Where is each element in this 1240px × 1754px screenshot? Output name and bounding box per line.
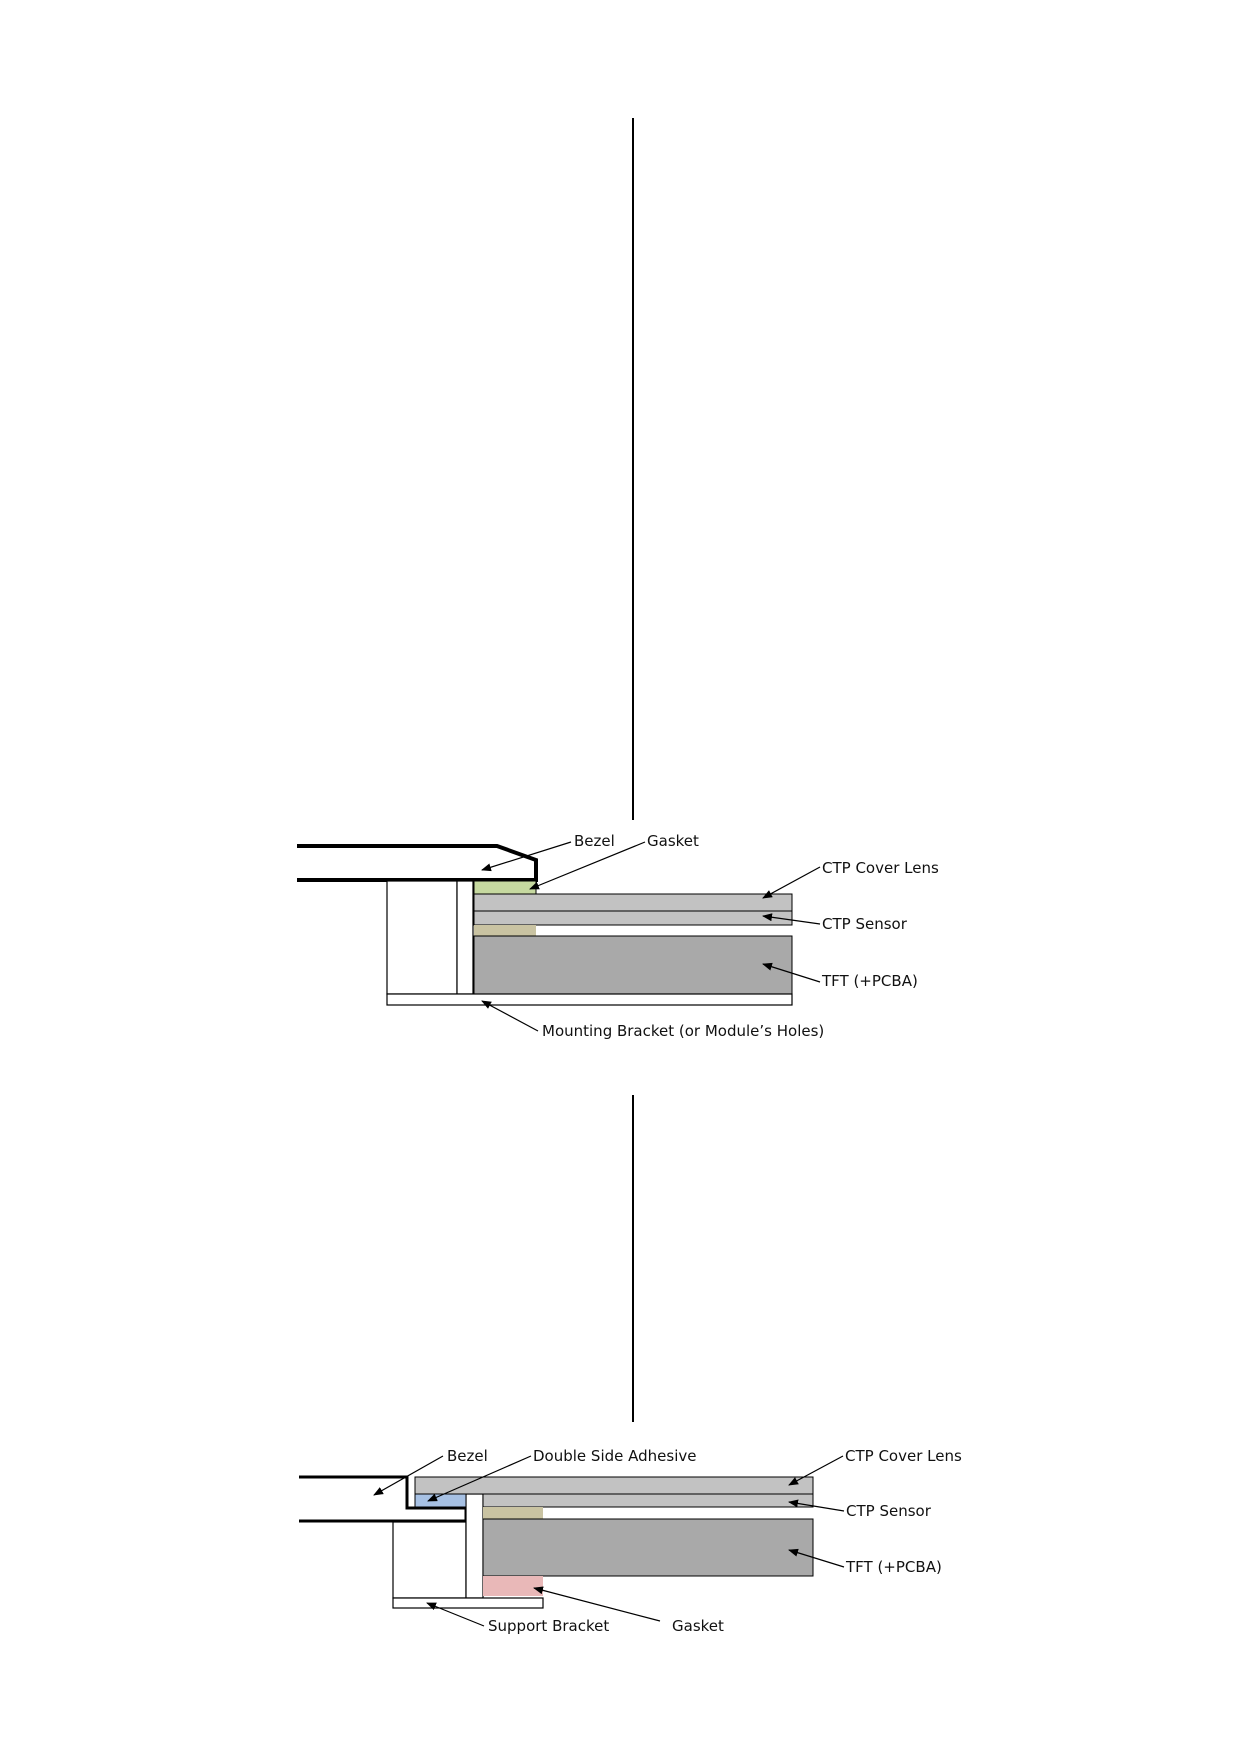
frame-wall: [465, 1493, 484, 1599]
label-sensor: CTP Sensor: [822, 915, 908, 933]
arrow-cover-lens: [788, 1455, 844, 1486]
label-bezel: Bezel: [574, 832, 615, 850]
label-bracket: Support Bracket: [488, 1617, 609, 1635]
label-gasket: Gasket: [672, 1617, 724, 1635]
arrow-tft: [788, 1548, 845, 1568]
label-bezel: Bezel: [447, 1447, 488, 1465]
label-adhesive: Double Side Adhesive: [533, 1447, 696, 1465]
gasket-layer: [473, 880, 537, 895]
arrow-gasket: [529, 841, 646, 890]
bezel-shape: [297, 844, 538, 882]
diagram-bottom: Bezel Double Side Adhesive CTP Cover Len…: [299, 1095, 962, 1635]
frame-block: [386, 880, 458, 995]
arrow-sensor: [762, 913, 821, 925]
cover-lens-layer: [414, 1476, 814, 1495]
label-gasket: Gasket: [647, 832, 699, 850]
arrow-gasket: [533, 1586, 661, 1622]
mounting-bracket: [386, 993, 793, 1006]
label-sensor: CTP Sensor: [846, 1502, 932, 1520]
tft-layer: [473, 935, 793, 995]
arrow-bracket: [426, 1602, 485, 1627]
label-cover-lens: CTP Cover Lens: [822, 859, 939, 877]
arrow-tft: [762, 962, 821, 983]
cover-lens-layer: [473, 893, 793, 912]
sensor-layer: [473, 910, 793, 926]
frame-block: [392, 1521, 467, 1599]
gasket-layer: [483, 1576, 543, 1596]
tft-layer: [482, 1518, 814, 1577]
sensor-layer: [482, 1493, 814, 1508]
arrow-bezel: [481, 841, 572, 872]
arrow-adhesive: [427, 1455, 532, 1502]
arrow-bracket: [481, 1000, 539, 1032]
arrow-bezel: [373, 1455, 444, 1496]
frame-wall: [456, 880, 474, 995]
label-cover-lens: CTP Cover Lens: [845, 1447, 962, 1465]
support-bracket: [392, 1597, 544, 1609]
label-tft: TFT (+PCBA): [821, 972, 918, 990]
arrow-cover-lens: [762, 866, 821, 899]
spacer-layer: [474, 925, 536, 936]
diagram-top: Bezel Gasket CTP Cover Lens CTP Sensor T…: [297, 118, 939, 1040]
label-tft: TFT (+PCBA): [845, 1558, 942, 1576]
arrow-sensor: [788, 1499, 845, 1512]
spacer-layer: [483, 1507, 543, 1519]
label-bracket: Mounting Bracket (or Module’s Holes): [542, 1022, 824, 1040]
